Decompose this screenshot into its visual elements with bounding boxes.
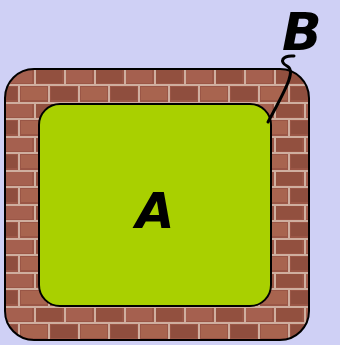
leader-line (268, 56, 294, 122)
region-label: A (136, 186, 175, 236)
brick-wall-box: BA (4, 68, 310, 341)
brick-wall (5, 69, 309, 340)
inner-region-box: A (38, 103, 272, 307)
wall-label: B (282, 6, 322, 58)
